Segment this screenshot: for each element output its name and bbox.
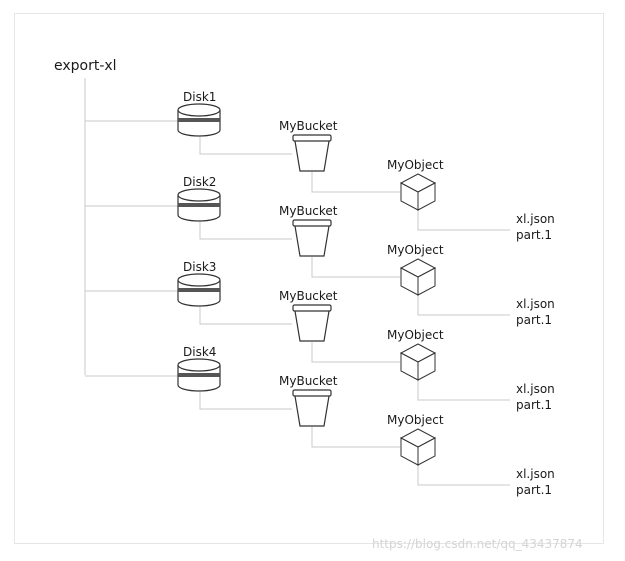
file-label-part1: part.1: [516, 228, 552, 242]
bucket-label: MyBucket: [279, 119, 338, 133]
disk-icon: [177, 273, 221, 307]
bucket-icon: [292, 389, 332, 427]
files-connector-line: [417, 294, 510, 316]
object-label: MyObject: [387, 328, 444, 342]
bucket-label: MyBucket: [279, 289, 338, 303]
disk-icon: [177, 358, 221, 392]
files-connector-line: [417, 379, 510, 401]
bucket-icon: [292, 134, 332, 172]
bucket-icon: [292, 304, 332, 342]
object-label: MyObject: [387, 158, 444, 172]
file-label-part1: part.1: [516, 483, 552, 497]
disk-label: Disk1: [183, 90, 216, 104]
object-cube-icon: [399, 428, 437, 466]
files-connector-line: [417, 464, 510, 486]
disk-label: Disk3: [183, 260, 216, 274]
object-label: MyObject: [387, 243, 444, 257]
bucket-connector-line: [199, 222, 292, 240]
files-connector-line: [417, 209, 510, 231]
bucket-connector-line: [199, 307, 292, 325]
bucket-label: MyBucket: [279, 204, 338, 218]
watermark-text: https://blog.csdn.net/qq_43437874: [372, 537, 583, 551]
root-label: export-xl: [54, 58, 117, 74]
diagram-frame: [14, 13, 604, 544]
bucket-label: MyBucket: [279, 374, 338, 388]
file-label-part1: part.1: [516, 398, 552, 412]
object-connector-line: [311, 342, 400, 363]
bucket-connector-line: [199, 392, 292, 410]
object-label: MyObject: [387, 413, 444, 427]
object-cube-icon: [399, 258, 437, 296]
bucket-icon: [292, 219, 332, 257]
file-label-xl-json: xl.json: [516, 297, 555, 311]
file-label-xl-json: xl.json: [516, 212, 555, 226]
object-connector-line: [311, 172, 400, 193]
object-cube-icon: [399, 343, 437, 381]
disk-label: Disk4: [183, 345, 216, 359]
disk-label: Disk2: [183, 175, 216, 189]
disk-icon: [177, 103, 221, 137]
file-label-xl-json: xl.json: [516, 467, 555, 481]
disk-icon: [177, 188, 221, 222]
file-label-part1: part.1: [516, 313, 552, 327]
file-label-xl-json: xl.json: [516, 382, 555, 396]
object-cube-icon: [399, 173, 437, 211]
object-connector-line: [311, 257, 400, 278]
bucket-connector-line: [199, 137, 292, 155]
object-connector-line: [311, 427, 400, 448]
